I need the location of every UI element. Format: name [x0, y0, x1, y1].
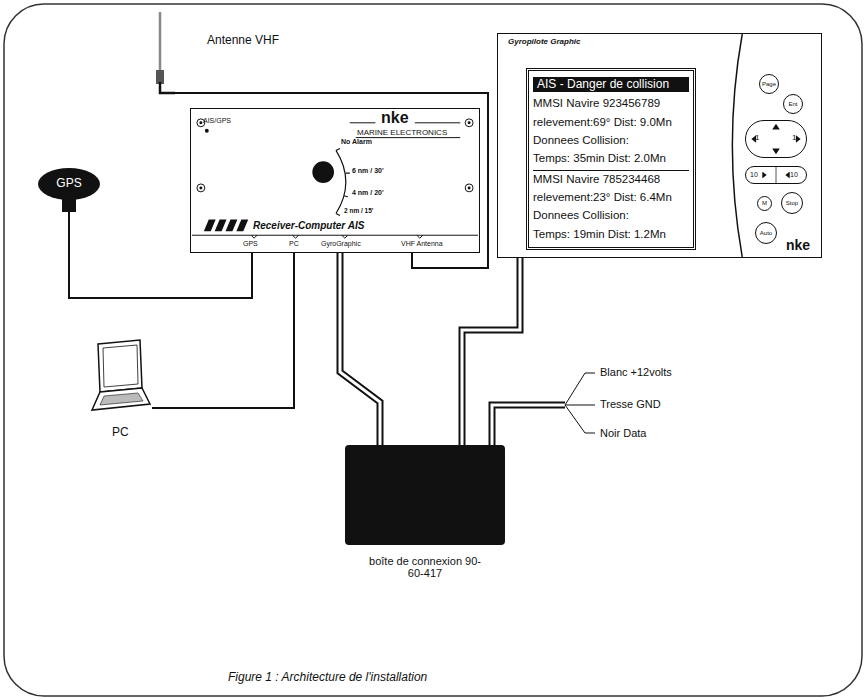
- label-text: 10: [790, 171, 798, 179]
- power-cable: [492, 405, 565, 445]
- label-text: GyroGraphic: [321, 240, 361, 248]
- arrow-pad: 11: [745, 120, 807, 158]
- button: M: [757, 196, 772, 211]
- cable-wires: [565, 373, 595, 433]
- arrow-keys: [763, 167, 790, 183]
- screw: [197, 184, 205, 192]
- vhf-antenna: Antenne VHF: [145, 12, 175, 100]
- laptop-screen: [103, 345, 138, 387]
- screen-line: relevement:23° Dist: 6.4Mn: [533, 191, 689, 204]
- power-cable-inner: [492, 405, 565, 445]
- cable-inner: [340, 253, 380, 445]
- label-text: GPS: [56, 177, 81, 190]
- button-label: Page: [762, 81, 776, 88]
- screen-line: Donnees Collision:: [533, 209, 689, 222]
- cable-connector: [340, 253, 380, 445]
- laptop-base: [92, 388, 150, 410]
- screen-header: AIS - Danger de collision: [533, 77, 689, 92]
- selector-scale: [336, 148, 350, 215]
- label-text: PC: [112, 426, 129, 439]
- wire-label: Tresse GND: [600, 398, 661, 410]
- laptop: PC: [88, 338, 152, 418]
- arrow-pad: 10 10: [745, 166, 807, 184]
- button-label: Auto: [760, 230, 772, 237]
- label-text: Receiver-Computer AIS: [253, 220, 364, 231]
- selector-knob: [312, 161, 334, 183]
- screen-line: Temps: 19min Dist: 1.2Mn: [533, 228, 689, 241]
- antenna-rod: [159, 12, 162, 74]
- screw: [465, 119, 473, 127]
- label-text: Antenne VHF: [207, 34, 279, 47]
- logo-stripe: [226, 219, 238, 231]
- ais-receiver: AIS/GPS nkeMARINE ELECTRONICSNo Alarm 6 nm…: [190, 108, 480, 253]
- cable-connector: [175, 93, 488, 268]
- label-text: 1: [755, 134, 759, 143]
- screen: AIS - Danger de collisionMMSI Navire 923…: [526, 68, 696, 250]
- wire-label: Noir Data: [600, 427, 646, 439]
- label-text: AIS/GPS: [203, 117, 231, 125]
- label-text: nke: [786, 238, 810, 253]
- page-frame: [4, 4, 862, 696]
- logo-stripe: [236, 219, 248, 231]
- label-text: Gyropilote Graphic: [508, 38, 580, 47]
- screen-line: relevement:69° Dist: 9.0Mn: [533, 116, 689, 129]
- figure-caption: Figure 1 : Architecture de l'installatio…: [228, 670, 427, 684]
- label-text: PC: [289, 240, 299, 248]
- label-text: No Alarm: [341, 138, 372, 146]
- keypad-edge: [732, 34, 742, 257]
- screw: [465, 184, 473, 192]
- label-text: nke: [381, 109, 409, 127]
- laptop-keyboard: [100, 393, 143, 405]
- label-text: 1: [792, 134, 796, 143]
- button-label: Ent: [788, 101, 797, 108]
- cable-inner: [462, 258, 520, 445]
- screen-line: MMSI Navire 785234468: [533, 170, 689, 186]
- drawing-part: [88, 338, 152, 418]
- antenna-cable: [160, 82, 175, 93]
- gyropilot-display: Gyropilote Graphic nke AIS - Danger de col…: [497, 33, 822, 258]
- cable-connector: [462, 258, 520, 445]
- screen-line: Temps: 35min Dist: 2.0Mn: [533, 152, 689, 165]
- button-label: Stop: [786, 200, 798, 207]
- screen-line: MMSI Navire 923456789: [533, 97, 689, 110]
- label-text: 4 nm / 20': [352, 189, 384, 197]
- screw: [468, 186, 471, 189]
- label-text: 2 nm / 15': [344, 207, 373, 214]
- button: Stop: [781, 192, 803, 214]
- screw: [468, 121, 471, 124]
- cable-line: [152, 253, 294, 408]
- laptop-screen: [98, 340, 142, 392]
- button: Auto: [755, 222, 777, 244]
- antenna-mount: [156, 70, 164, 84]
- button-label: M: [762, 200, 767, 207]
- gps-unit: GPS: [38, 168, 100, 200]
- cable-outer: [340, 253, 380, 445]
- cable-connector: [152, 253, 294, 408]
- arrow-keys: [751, 124, 800, 154]
- label-text: VHF Antenna: [401, 240, 443, 248]
- label-text: 10: [750, 171, 758, 179]
- cable-line: [175, 93, 488, 268]
- label-text: boîte de connexion 90-60-417: [365, 555, 485, 579]
- label-text: MARINE ELECTRONICS: [357, 129, 447, 138]
- wire-label: Blanc +12volts: [600, 366, 672, 378]
- label-text: 6 nm / 30': [352, 167, 384, 175]
- led: [205, 129, 209, 133]
- screw: [199, 186, 202, 189]
- label-text: GPS: [243, 240, 258, 248]
- screw: [199, 121, 202, 124]
- port-strip: [192, 235, 478, 238]
- button: Page: [759, 74, 779, 94]
- logo-stripe: [215, 219, 227, 231]
- logo-stripe: [204, 219, 216, 231]
- button: Ent: [783, 94, 803, 114]
- connection-box: boîte de connexion 90-60-417: [345, 445, 505, 545]
- screen-line: Donnees Collision:: [533, 134, 689, 147]
- cable-outer: [462, 258, 520, 445]
- drawing-part: [145, 12, 175, 100]
